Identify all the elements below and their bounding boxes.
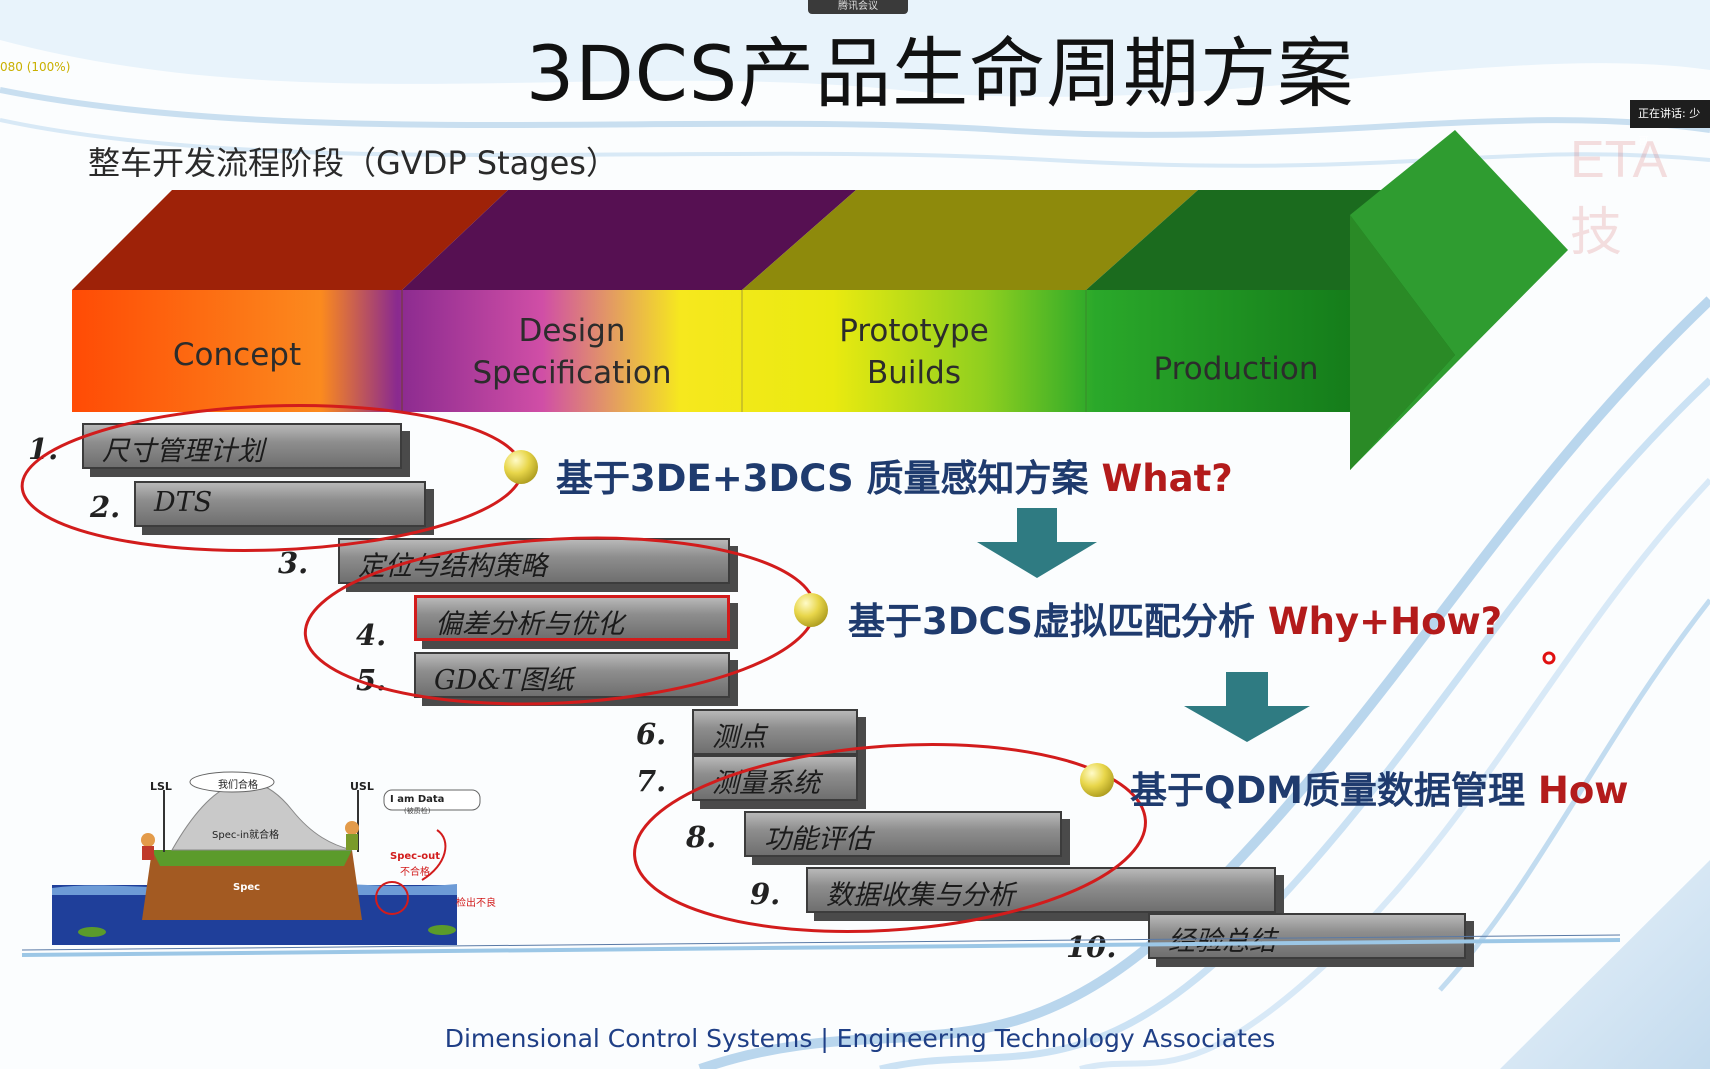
bullet-icon (504, 450, 538, 484)
cartoon-usl: USL (350, 780, 374, 793)
task-bar-3: 定位与结构策略 (338, 538, 730, 584)
solution-1-text: 基于3DE+3DCS 质量感知方案 (556, 457, 1089, 500)
cartoon-spec-in: Spec-in就合格 (212, 830, 280, 841)
task-bar-1: 尺寸管理计划 (82, 423, 402, 469)
stage-design: Design Specification (402, 310, 742, 394)
bullet-icon (1080, 763, 1114, 797)
task-num-6: 6. (636, 717, 667, 751)
task-bar-9: 数据收集与分析 (806, 867, 1276, 913)
stage-prototype-line2: Builds (867, 355, 961, 391)
stage-prototype: Prototype Builds (742, 310, 1086, 394)
watermark: ETA技 (1570, 131, 1668, 262)
stage-production: Production (1086, 348, 1386, 390)
task-num-3: 3. (278, 546, 309, 580)
spec-cartoon (52, 771, 481, 945)
task-bar-7: 测量系统 (692, 755, 858, 801)
task-num-8: 8. (686, 820, 717, 854)
slide-footer: Dimensional Control Systems | Engineerin… (444, 1024, 1276, 1053)
bullet-icon (794, 593, 828, 627)
stage-concept-label: Concept (172, 337, 302, 373)
stage-design-line1: Design (518, 313, 626, 349)
meeting-toolbar-tab[interactable]: 腾讯会议 (808, 0, 908, 14)
task-bar-10: 经验总结 (1148, 913, 1466, 959)
task-label-7: 测量系统 (712, 768, 820, 799)
slide-title: 3DCS产品生命周期方案 (525, 29, 1355, 118)
task-label-4: 偏差分析与优化 (435, 609, 624, 640)
task-bar-5: GD&T图纸 (414, 652, 730, 698)
cartoon-not-qualified: 不合格 (400, 867, 430, 878)
task-label-2: DTS (154, 487, 213, 518)
task-label-6: 测点 (712, 722, 766, 753)
slide-subtitle: 整车开发流程阶段（GVDP Stages） (88, 144, 618, 182)
solution-3-highlight: How (1537, 769, 1629, 812)
stage-design-line2: Specification (472, 355, 672, 391)
solution-2-highlight: Why+How? (1267, 600, 1503, 643)
cartoon-detect-bad: 检出不良 (456, 898, 496, 909)
task-num-4: 4. (356, 618, 387, 652)
stage-prototype-line1: Prototype (839, 313, 989, 349)
task-bar-6: 测点 (692, 709, 858, 755)
task-label-1: 尺寸管理计划 (102, 436, 264, 467)
speaker-badge: 正在讲话: 少哥 (1630, 100, 1710, 148)
cartoon-data-sub: (被质检) (404, 807, 431, 815)
task-label-9: 数据收集与分析 (826, 880, 1015, 911)
cartoon-spec: Spec (233, 882, 261, 893)
task-bar-4: 偏差分析与优化 (414, 595, 730, 641)
solution-2: 基于3DCS虚拟匹配分析 Why+How? (848, 591, 1502, 645)
solution-3: 基于QDM质量数据管理 How (1130, 760, 1628, 814)
solution-1: 基于3DE+3DCS 质量感知方案 What? (556, 448, 1233, 502)
task-bar-8: 功能评估 (744, 811, 1062, 857)
task-num-2: 2. (90, 490, 121, 524)
task-num-9: 9. (750, 877, 781, 911)
task-num-7: 7. (636, 764, 667, 798)
stage-concept: Concept (72, 334, 402, 376)
solution-3-text: 基于QDM质量数据管理 (1130, 769, 1525, 812)
task-label-8: 功能评估 (764, 824, 872, 855)
solution-2-text: 基于3DCS虚拟匹配分析 (848, 600, 1255, 643)
task-label-5: GD&T图纸 (434, 665, 574, 696)
task-bar-2: DTS (134, 481, 426, 527)
cartoon-speech: 我们合格 (218, 780, 258, 791)
solution-1-highlight: What? (1101, 457, 1233, 500)
stage-production-label: Production (1153, 351, 1319, 387)
task-num-5: 5. (356, 663, 387, 697)
cartoon-i-am-data: I am Data (390, 794, 445, 805)
cartoon-spec-out: Spec-out (390, 851, 440, 862)
zoom-indicator: 080 (100%) (0, 60, 71, 74)
cartoon-lsl: LSL (150, 780, 172, 793)
